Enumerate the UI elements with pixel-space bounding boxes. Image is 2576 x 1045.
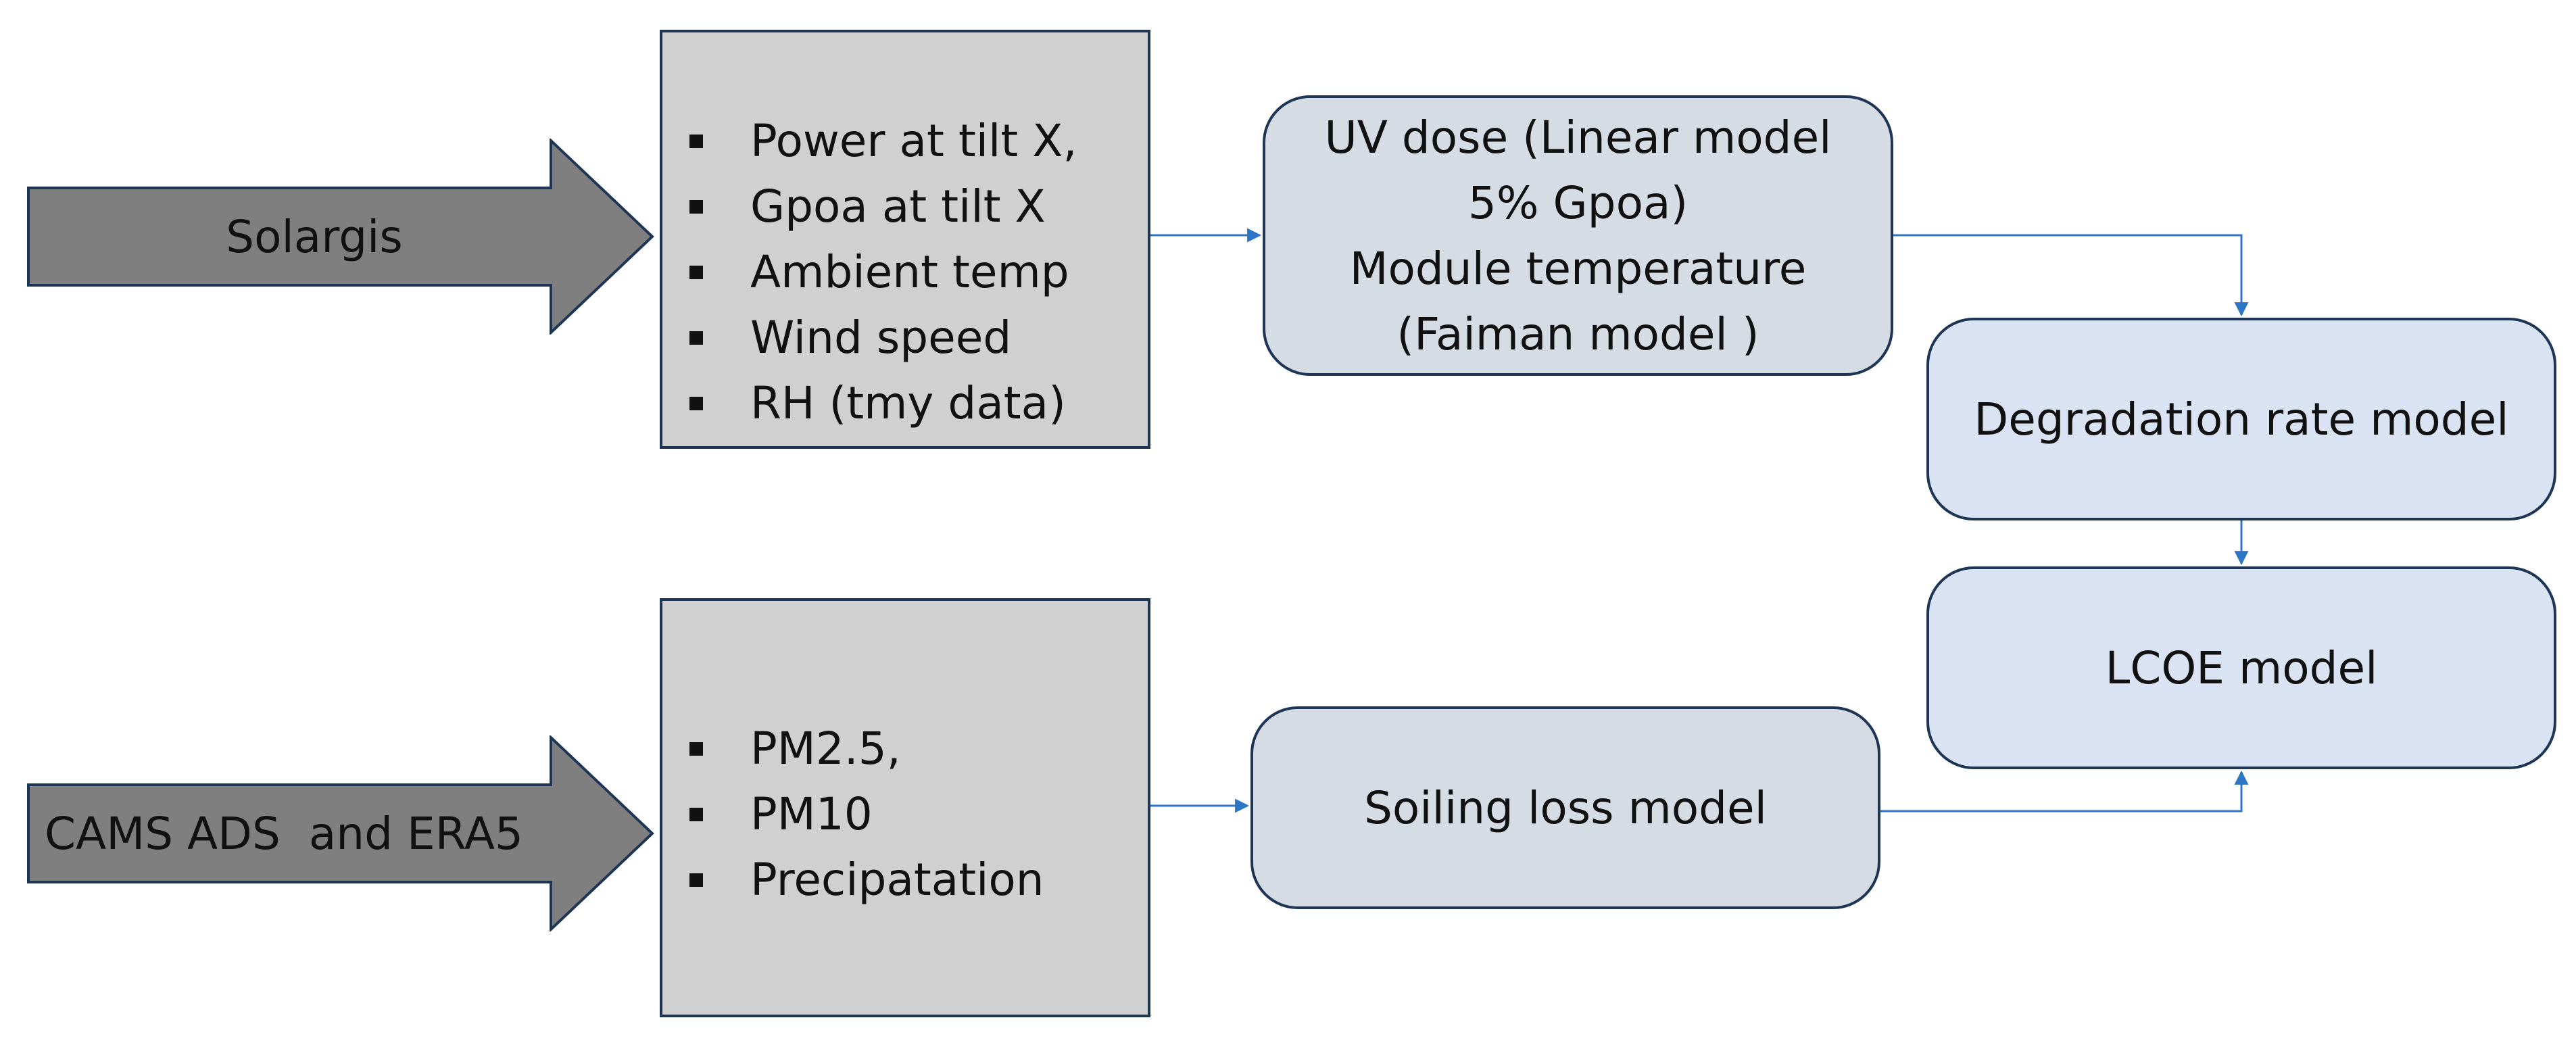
square-bullet-icon — [689, 134, 703, 148]
soiling-loss-model-label: Soiling loss model — [1364, 781, 1767, 834]
solargis-source-arrow — [27, 139, 656, 335]
solargis-input-label: RH (tmy data) — [750, 377, 1066, 429]
solargis-input-item: Gpoa at tilt X — [689, 174, 1077, 239]
solargis-label: Solargis — [226, 210, 403, 263]
square-bullet-icon — [689, 199, 703, 214]
solargis-input-label: Power at tilt X, — [750, 115, 1077, 167]
cams-input-item: PM10 — [689, 781, 1044, 847]
solargis-input-item: Power at tilt X, — [689, 108, 1077, 174]
lcoe-model-label: LCOE model — [2105, 641, 2378, 694]
cams-label: CAMS ADS and ERA5 — [44, 807, 524, 860]
square-bullet-icon — [689, 396, 703, 410]
solargis-inputs-box: Power at tilt X, Gpoa at tilt X Ambient … — [660, 30, 1150, 449]
cams-input-label: PM2.5, — [750, 723, 901, 775]
solargis-input-item: Ambient temp — [689, 239, 1077, 305]
lcoe-model-box: LCOE model — [1926, 566, 2556, 769]
model-text-line: UV dose (Linear model — [1324, 111, 1832, 164]
solargis-input-label: Gpoa at tilt X — [750, 180, 1046, 233]
cams-inputs-list: PM2.5, PM10 Precipatation — [689, 716, 1044, 913]
cams-input-label: Precipatation — [750, 854, 1044, 906]
cams-input-label: PM10 — [750, 788, 873, 840]
degradation-rate-model-box: Degradation rate model — [1926, 318, 2556, 520]
square-bullet-icon — [689, 331, 703, 345]
cams-input-item: PM2.5, — [689, 716, 1044, 781]
square-bullet-icon — [689, 742, 703, 756]
square-bullet-icon — [689, 807, 703, 821]
square-bullet-icon — [689, 873, 703, 887]
connector-soiling-to-lcoe — [1880, 770, 2249, 812]
square-bullet-icon — [689, 265, 703, 279]
solargis-inputs-list: Power at tilt X, Gpoa at tilt X Ambient … — [689, 108, 1077, 436]
solargis-input-label: Ambient temp — [750, 246, 1069, 298]
cams-arrow-shape — [27, 735, 654, 931]
soiling-loss-model-box: Soiling loss model — [1250, 706, 1880, 909]
solargis-input-label: Wind speed — [750, 312, 1012, 364]
degradation-rate-model-label: Degradation rate model — [1974, 393, 2509, 445]
cams-source-arrow — [27, 735, 656, 931]
uv-dose-module-temperature-text: UV dose (Linear model 5% Gpoa) Module te… — [1324, 105, 1831, 367]
model-text-line: Module temperature — [1349, 242, 1807, 295]
cams-inputs-box: PM2.5, PM10 Precipatation — [660, 598, 1150, 1017]
model-text-line: 5% Gpoa) — [1467, 176, 1688, 229]
model-text-line: (Faiman model ) — [1396, 308, 1759, 360]
solargis-arrow-shape — [27, 139, 654, 335]
solargis-input-item: Wind speed — [689, 305, 1077, 370]
uv-dose-module-temperature-box: UV dose (Linear model 5% Gpoa) Module te… — [1263, 95, 1893, 376]
connector-uv-to-degradation — [1893, 234, 2249, 317]
solargis-input-item: RH (tmy data) — [689, 370, 1077, 436]
cams-input-item: Precipatation — [689, 847, 1044, 913]
